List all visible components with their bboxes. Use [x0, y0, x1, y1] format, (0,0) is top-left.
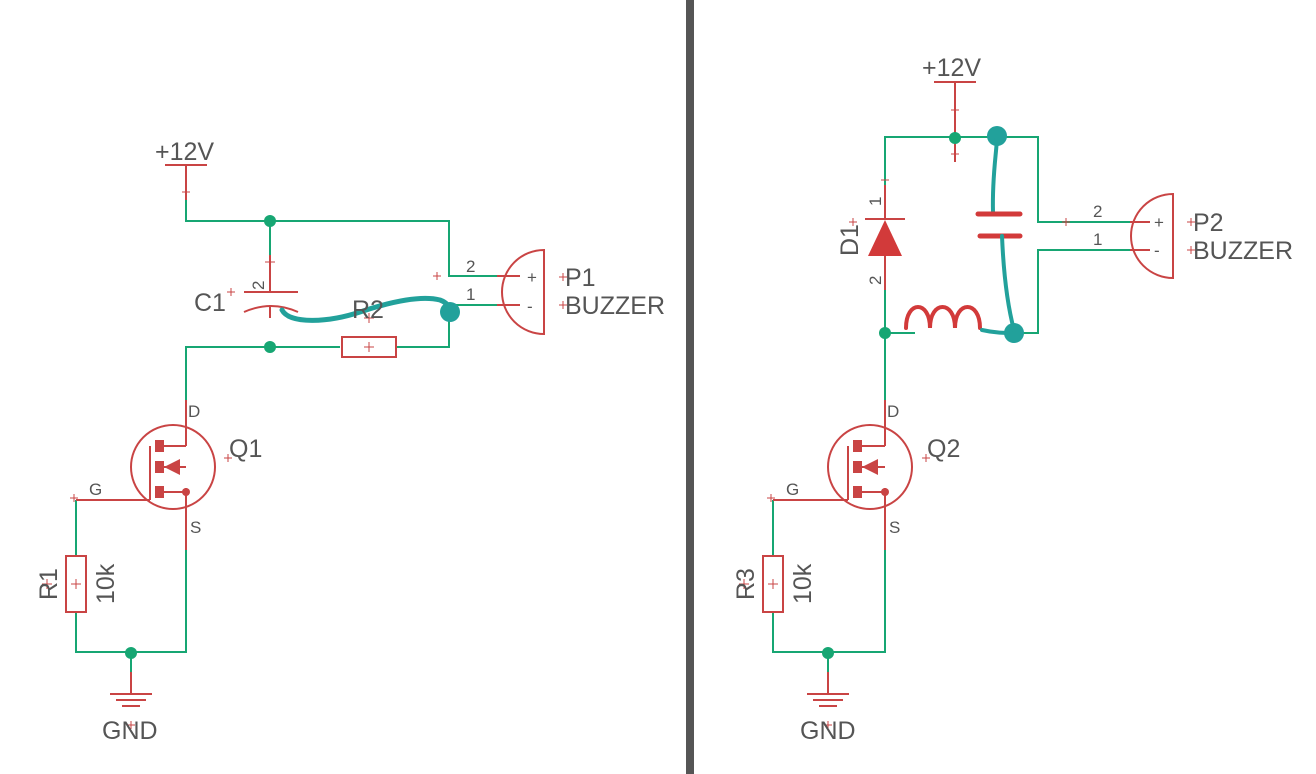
q2-source-label: S: [889, 518, 900, 537]
r3-value-label: 10k: [789, 563, 817, 604]
right-buzzer-p2: 2 1 + - P2 BUZZER: [1062, 192, 1293, 280]
q1-gate-label: G: [89, 480, 102, 499]
q1-drain-label: D: [188, 402, 200, 421]
right-ground-label: GND: [800, 717, 856, 745]
left-buzzer-p1: 2 1 + - P1 BUZZER: [433, 248, 665, 336]
p1-pin1-label: 1: [466, 285, 475, 304]
right-ground-symbol: GND: [800, 672, 856, 745]
right-diode-d1: 1 2 D1: [836, 179, 905, 290]
right-resistor-r3: R3 10k: [732, 555, 817, 613]
p1-value-label: BUZZER: [565, 292, 665, 320]
left-hand-drawn-wire: [279, 295, 460, 323]
q1-source-label: S: [190, 518, 201, 537]
left-supply-symbol: +12V: [155, 138, 214, 200]
r2-label: R2: [352, 296, 384, 324]
left-ground-label: GND: [102, 717, 158, 745]
right-wires: [772, 136, 1130, 690]
p2-label: P2: [1193, 209, 1224, 237]
q1-label: Q1: [229, 435, 262, 463]
d1-label: D1: [836, 224, 864, 256]
q2-drain-label: D: [887, 402, 899, 421]
d1-pin2-label: 2: [866, 276, 885, 285]
left-schematic: +12V 2 C1: [35, 138, 665, 745]
left-resistor-r2: R2: [341, 296, 397, 358]
left-resistor-r1: R1 10k: [35, 555, 120, 613]
r1-value-label: 10k: [92, 563, 120, 604]
p1-pin2-label: 2: [466, 257, 475, 276]
left-wires: [75, 200, 497, 690]
left-supply-label: +12V: [155, 138, 214, 166]
right-schematic: +12V 1 2 D1: [732, 54, 1293, 745]
right-mosfet-q2: D G S Q2: [767, 400, 960, 550]
c1-pin-label: 2: [249, 281, 268, 290]
right-supply-label: +12V: [922, 54, 981, 82]
q2-label: Q2: [927, 435, 960, 463]
right-supply-symbol: +12V: [922, 54, 981, 162]
panel-divider: [686, 0, 694, 774]
p1-plus-label: +: [527, 268, 537, 287]
left-mosfet-q1: D G S Q1: [70, 400, 262, 550]
q2-gate-label: G: [786, 480, 799, 499]
d1-pin1-label: 1: [866, 197, 885, 206]
right-hand-drawn-capacitor: [975, 126, 1023, 332]
right-junctions: [822, 132, 961, 659]
right-hand-drawn-inductor: [904, 305, 1024, 343]
r1-label: R1: [35, 568, 63, 600]
p2-pin2-label: 2: [1093, 202, 1102, 221]
p1-minus-label: -: [527, 297, 533, 316]
left-ground-symbol: GND: [102, 672, 158, 745]
left-capacitor-c1: 2 C1: [194, 255, 299, 318]
r3-label: R3: [732, 568, 760, 600]
p2-pin1-label: 1: [1093, 230, 1102, 249]
p2-minus-label: -: [1154, 241, 1160, 260]
p2-value-label: BUZZER: [1193, 237, 1293, 265]
p2-plus-label: +: [1154, 213, 1164, 232]
c1-label: C1: [194, 289, 226, 317]
left-junctions: [125, 215, 276, 659]
p1-label: P1: [565, 264, 596, 292]
